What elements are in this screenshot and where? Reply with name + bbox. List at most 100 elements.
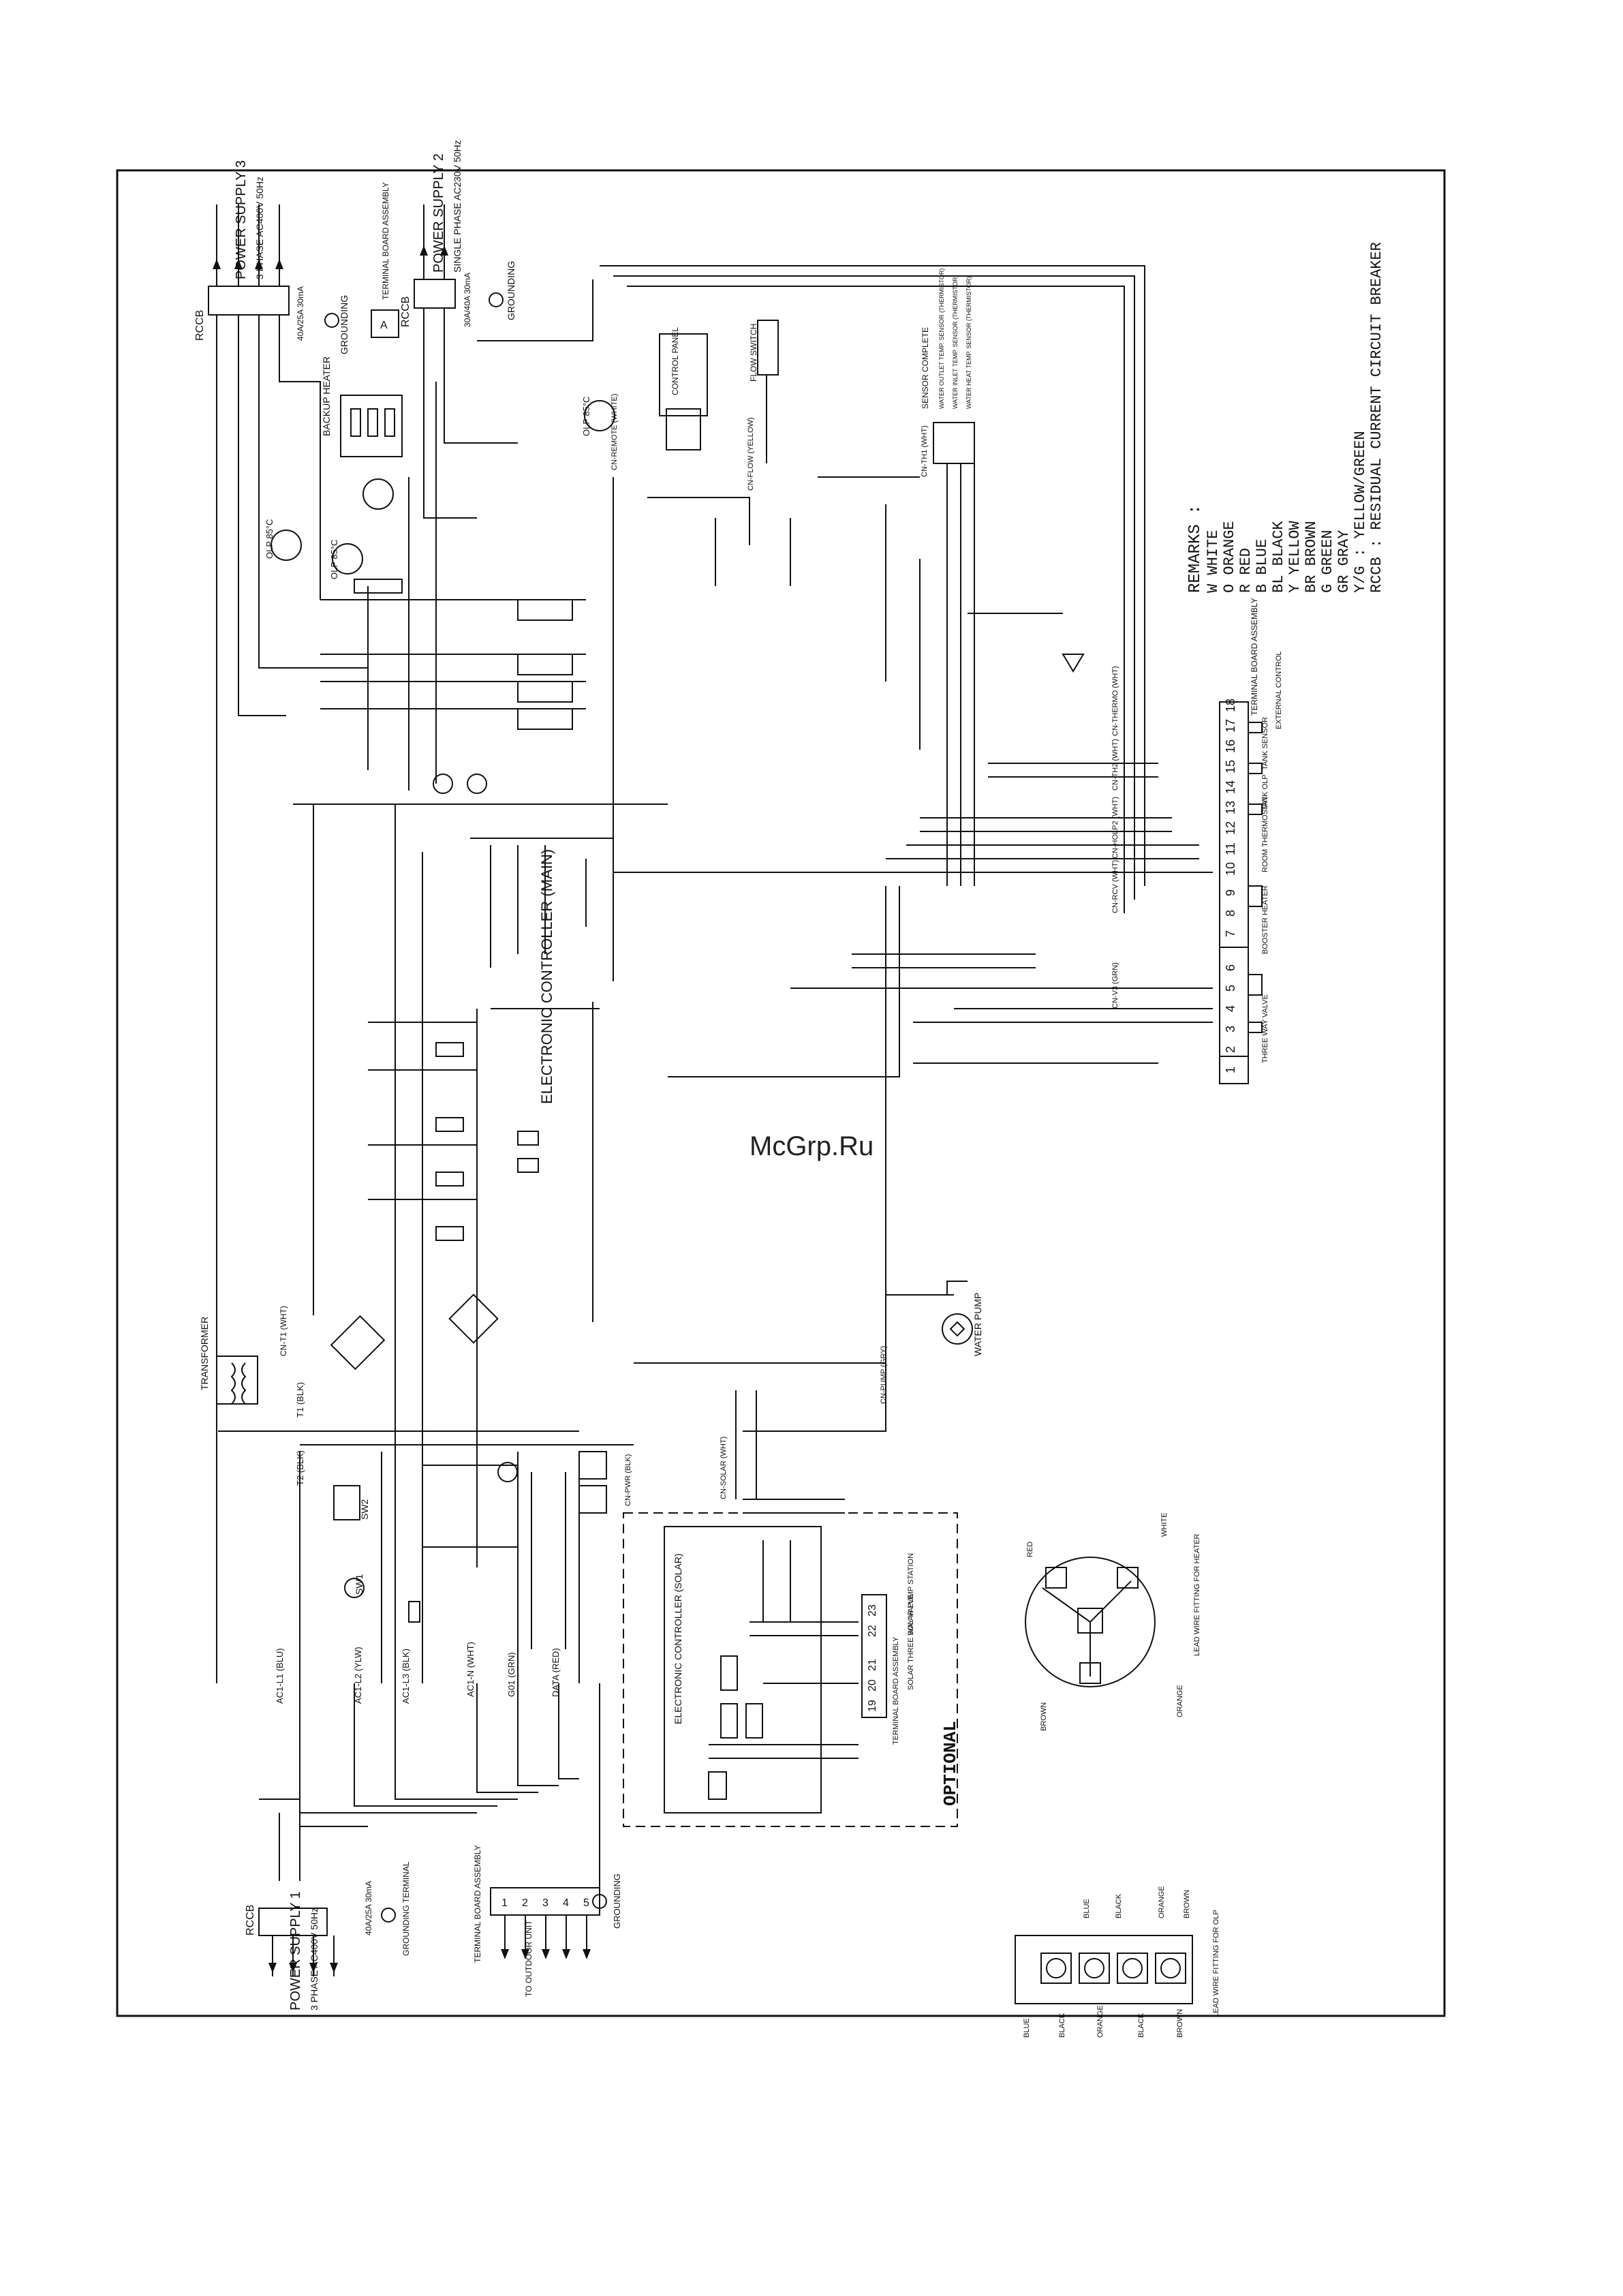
transformer-label: TRANSFORMER <box>199 1317 210 1390</box>
right-terminal-board: 1 2 3 4 5 6 7 8 9 10 11 12 13 14 15 16 1… <box>1219 598 1283 1084</box>
connector-label: DATA (RED) <box>551 1648 561 1697</box>
solar-controller <box>664 1526 822 1813</box>
sensor-complete-label: SENSOR COMPLETE <box>921 327 930 409</box>
tb-number: 4 <box>1224 1005 1237 1012</box>
olp-lead-label: LEAD WIRE FITTING FOR OLP <box>1212 1910 1220 2017</box>
sw1-label: SW1 <box>354 1574 365 1595</box>
power-supply-2-label: POWER SUPPLY 2 <box>431 153 446 273</box>
grounding-label: GROUNDING <box>339 295 350 354</box>
power-supply-1-label: POWER SUPPLY 1 <box>288 1891 303 2010</box>
water-pump-label: WATER PUMP <box>972 1293 983 1356</box>
tb-number: 16 <box>1224 739 1237 753</box>
olp-circle <box>362 478 394 510</box>
optional-label: OPTIONAL <box>940 1721 961 1806</box>
olp-circle <box>270 530 302 561</box>
transformer <box>216 1356 258 1405</box>
power-supply-1-spec: 3 PHASE AC400V 50Hz <box>309 1908 320 2010</box>
opt-tb-number: 21 <box>867 1659 878 1671</box>
connector-label: AC1-N (WHT) <box>465 1642 476 1697</box>
olp-label: OLP 85°C <box>264 519 275 559</box>
opt-tb-label: TERMINAL BOARD ASSEMBLY <box>892 1636 900 1745</box>
connector-label: CN-FLOW (YELLOW) <box>747 417 755 491</box>
bottom-terminal-board: 1 2 3 4 5 TERMINAL BOARD ASSEMBLY TO OUT… <box>473 1845 622 1997</box>
svg-text:A: A <box>380 320 388 331</box>
ground-terminal <box>592 1894 607 1909</box>
connector-label: T1 (BLK) <box>295 1382 305 1418</box>
flow-switch-label: FLOW SWITCH <box>749 324 758 382</box>
olp-wire-color: BLACK <box>1115 1893 1123 1918</box>
tb-number: 3 <box>1224 1026 1237 1032</box>
power-supply-3-label: POWER SUPPLY 3 <box>234 160 249 279</box>
right-tb-caption: ROOM THERMOSTAT <box>1261 797 1269 873</box>
tb-numbers: 1 2 3 4 5 6 7 8 9 10 11 12 13 14 15 16 1… <box>1224 699 1237 1073</box>
connector-label: CN-REMOTE (WHITE) <box>610 394 619 470</box>
tb-number: 11 <box>1224 842 1237 855</box>
olp-wire-color: BROWN <box>1176 2009 1184 2038</box>
tb-number: 14 <box>1224 780 1237 794</box>
heater-lead-wire-diagram: LEAD WIRE FITTING FOR HEATER RED WHITE B… <box>1025 1513 1201 1731</box>
tb-number: 13 <box>1224 801 1237 814</box>
backup-heater <box>340 395 403 457</box>
heater-wire-color: WHITE <box>1160 1513 1169 1537</box>
right-tb-caption: THREE WAY VALVE <box>1261 994 1269 1063</box>
connector-labels: CN-TH1 (WHT) CN-FLOW (YELLOW) CN-REMOTE … <box>275 394 1119 1704</box>
right-tb-label: TERMINAL BOARD ASSEMBLY <box>1250 598 1259 716</box>
grounding-label: GROUNDING <box>612 1873 622 1929</box>
connector-label: G01 (GRN) <box>506 1652 516 1697</box>
power-supply-3-block: POWER SUPPLY 3 3 PHASE AC400V 50Hz RCCB … <box>194 160 350 354</box>
tb-number: 5 <box>1224 985 1237 992</box>
remarks-legend: REMARKS : W WHITE O ORANGE R RED B BLUE … <box>1186 242 1385 593</box>
right-tb-caption: TANK SENSOR <box>1261 717 1269 770</box>
tb-number: 15 <box>1224 760 1237 774</box>
control-panel-label: CONTROL PANEL <box>670 327 680 395</box>
right-tb-caption: BOOSTER HEATER <box>1261 885 1269 954</box>
rccb-2 <box>414 279 456 309</box>
olp-wire-color: BROWN <box>1183 1890 1191 1918</box>
connector-label: AC1-L2 (YLW) <box>353 1647 363 1704</box>
opt-tb-number: 20 <box>867 1679 878 1692</box>
remarks-item: RCCB : RESIDUAL CURRENT CIRCUIT BREAKER <box>1368 242 1385 593</box>
tb-number: 2 <box>1224 1046 1237 1053</box>
connector-label: AC1-L3 (BLK) <box>401 1649 411 1704</box>
heater-wire-color: BROWN <box>1040 1702 1048 1731</box>
connector-label: CN-RCV (WHT) <box>1111 860 1119 913</box>
heater-wire-color: RED <box>1026 1542 1034 1557</box>
olp-label: OLP 85°C <box>581 397 591 436</box>
remarks-item: O ORANGE <box>1221 521 1238 593</box>
olp-lead-wire-diagram: BLUE BLACK BLACK ORANGE ORANGE BROWN BLA… <box>1015 1886 1220 2038</box>
opt-tb-number: 23 <box>867 1604 878 1617</box>
to-outdoor-label: TO OUTDOOR UNIT <box>524 1920 534 1997</box>
grounding-terminal-label: GROUNDING TERMINAL <box>401 1861 411 1956</box>
right-tb-caption: TANK OLP <box>1261 774 1269 811</box>
remarks-item: GR GRAY <box>1335 530 1352 593</box>
terminal-board-a-label: TERMINAL BOARD ASSEMBLY <box>381 182 390 300</box>
solar-controller-label: ELECTRONIC CONTROLLER (SOLAR) <box>673 1554 683 1724</box>
bottom-tb-number: 2 <box>522 1897 528 1909</box>
ground-terminal <box>489 292 504 307</box>
olp-circle <box>584 400 615 431</box>
connector-label: CN-THERMO (WHT) <box>1111 666 1119 736</box>
rccb-3-rating: 40A/25A 30mA <box>296 286 305 341</box>
sw2-dip <box>333 1485 360 1520</box>
optional-block: ELECTRONIC CONTROLLER (SOLAR) OPTIONAL 1… <box>623 1512 961 1827</box>
main-controller-label: ELECTRONIC CONTROLLER (MAIN) <box>538 849 555 1104</box>
right-tb-caption: EXTERNAL CONTROL <box>1275 651 1283 729</box>
tb-number: 8 <box>1224 910 1237 917</box>
remarks-item: B BLUE <box>1254 539 1271 593</box>
heater-lead-label: LEAD WIRE FITTING FOR HEATER <box>1193 1533 1201 1656</box>
olp-circle <box>332 543 363 575</box>
opt-tb-caption: SOLAR PUMP STATION <box>907 1553 915 1636</box>
tb-number: 1 <box>1224 1067 1237 1073</box>
flow-switch <box>757 320 779 376</box>
connector-label: CN-SOLAR (WHT) <box>720 1437 728 1499</box>
component-labels: BACKUP HEATER OLP 85°C OLP 85°C OLP 85°C… <box>199 269 983 1595</box>
tb-number: 12 <box>1224 821 1237 835</box>
watermark: McGrp.Ru <box>749 1131 874 1161</box>
opt-tb-caption: SOLAR THREE WAY VALVE <box>907 1594 915 1690</box>
opt-tb-number: 22 <box>867 1625 878 1637</box>
sensor-line: WATER INLET TEMP. SENSOR (THERMISTOR) <box>952 275 959 409</box>
heater-wire-color: ORANGE <box>1176 1685 1184 1717</box>
connector-label: CN-PUMP (GRY) <box>880 1346 888 1404</box>
ground-terminal <box>324 313 339 328</box>
